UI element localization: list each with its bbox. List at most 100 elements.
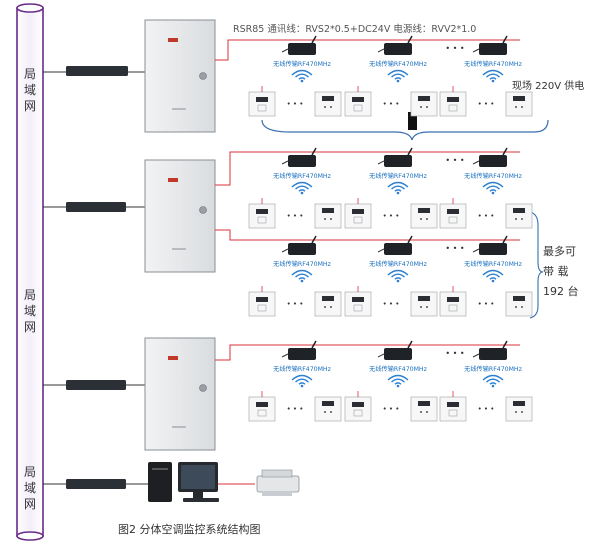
workstation <box>148 462 300 502</box>
black-marker <box>408 112 417 130</box>
outlet-panel <box>505 291 533 317</box>
outlet-panel <box>314 291 342 317</box>
field-unit: 无线传输RF470MHz • • • <box>344 340 438 422</box>
capacity-line-3: 192 台 <box>543 285 579 298</box>
transmitter-module <box>384 43 412 55</box>
ellipsis: • • • <box>445 244 464 253</box>
transmitter-module <box>288 155 316 167</box>
field-unit: 无线传输RF470MHz• • • <box>248 340 342 422</box>
transmitter-label: 无线传输RF470MHz <box>273 60 331 68</box>
transmitter-module <box>384 348 412 360</box>
wifi-icon <box>387 69 409 83</box>
lan-bus <box>16 3 44 541</box>
keyboard <box>183 498 219 502</box>
cabinet-1 <box>144 19 216 133</box>
capacity-brace <box>529 211 544 319</box>
ellipsis: • • • <box>383 212 400 220</box>
lan-label-2: 局域网 <box>23 288 36 334</box>
cabinet-3 <box>144 337 216 451</box>
wifi-icon <box>291 181 313 195</box>
switch-4 <box>66 479 126 489</box>
outlet-panel <box>314 91 342 117</box>
transmitter-module <box>479 155 507 167</box>
controller-panel <box>248 291 276 317</box>
controller-panel <box>439 91 467 117</box>
field-unit: 无线传输RF470MHz• • • <box>344 235 438 317</box>
outlet-panel <box>314 203 342 229</box>
outlet-panel <box>505 396 533 422</box>
controller-panel <box>439 203 467 229</box>
ellipsis: • • • <box>478 212 495 220</box>
ellipsis: • • • <box>383 100 400 108</box>
transmitter-module <box>288 348 316 360</box>
wifi-icon <box>482 269 504 283</box>
printer-icon <box>256 469 300 496</box>
ellipsis: • • • <box>478 100 495 108</box>
wifi-icon <box>482 69 504 83</box>
network-switches <box>43 66 148 489</box>
capacity-line-2: 带 载 <box>543 265 569 278</box>
wiring-note: RSR85 通讯线：RVS2*0.5+DC24V 电源线：RVV2*1.0 <box>233 24 477 35</box>
outlet-panel <box>410 203 438 229</box>
wifi-icon <box>387 374 409 388</box>
controller-panel <box>344 203 372 229</box>
outlet-panel <box>505 91 533 117</box>
transmitter-module <box>479 43 507 55</box>
ellipsis: • • • <box>287 100 304 108</box>
field-unit: 无线传输RF470MHz• • • <box>439 147 533 229</box>
ellipsis: • • • <box>445 156 464 165</box>
ellipsis: • • • <box>478 405 495 413</box>
transmitter-module <box>479 348 507 360</box>
outlet-panel <box>410 291 438 317</box>
brace <box>261 119 549 141</box>
transmitter-module <box>288 43 316 55</box>
wifi-icon <box>387 269 409 283</box>
transmitter-module <box>288 243 316 255</box>
field-units: 无线传输RF470MHz • • • 无线传输RF470MHz • • • 无线传输RF… <box>248 35 533 422</box>
wifi-icon <box>291 269 313 283</box>
transmitter-label: 无线传输RF470MHz <box>273 260 331 268</box>
ellipsis: • • • <box>445 349 464 358</box>
controller-panel <box>248 203 276 229</box>
ellipsis: • • • <box>383 405 400 413</box>
field-unit: 无线传输RF470MHz• • • <box>439 35 533 117</box>
field-power-note: 现场 220V 供电 <box>512 81 585 92</box>
controller-panel <box>439 291 467 317</box>
pc-tower <box>148 462 172 502</box>
figure-caption: 图2 分体空调监控系统结构图 <box>118 523 261 536</box>
field-unit: 无线传输RF470MHz• • • <box>344 147 438 229</box>
control-cabinets <box>144 19 216 451</box>
outlet-panel <box>410 91 438 117</box>
capacity-line-1: 最多可 <box>543 245 576 258</box>
controller-panel <box>344 291 372 317</box>
rs485-wiring <box>215 39 520 361</box>
field-unit: 无线传输RF470MHz• • • <box>248 235 342 317</box>
controller-panel <box>344 396 372 422</box>
controller-panel <box>439 396 467 422</box>
switch-1 <box>66 66 128 76</box>
transmitter-module <box>384 155 412 167</box>
transmitter-label: 无线传输RF470MHz <box>369 365 427 373</box>
field-unit: 无线传输RF470MHz • • • <box>344 35 438 117</box>
transmitter-module <box>479 243 507 255</box>
transmitter-label: 无线传输RF470MHz <box>273 365 331 373</box>
field-unit: 无线传输RF470MHz• • • <box>248 147 342 229</box>
field-unit: 无线传输RF470MHz• • • <box>439 340 533 422</box>
field-unit: 无线传输RF470MHz• • • <box>439 235 533 317</box>
lan-label-1: 局域网 <box>23 67 36 113</box>
wifi-icon <box>482 181 504 195</box>
ellipsis: • • • <box>445 44 464 53</box>
field-unit: 无线传输RF470MHz • • • <box>248 35 342 117</box>
switch-3 <box>66 380 126 390</box>
switch-2 <box>66 202 126 212</box>
wifi-icon <box>291 69 313 83</box>
cabinet-2 <box>144 159 216 273</box>
transmitter-label: 无线传输RF470MHz <box>369 60 427 68</box>
controller-panel <box>344 91 372 117</box>
lan-label-3: 局域网 <box>23 465 36 511</box>
transmitter-module <box>384 243 412 255</box>
controller-panel <box>248 91 276 117</box>
wifi-icon <box>291 374 313 388</box>
controller-panel <box>248 396 276 422</box>
